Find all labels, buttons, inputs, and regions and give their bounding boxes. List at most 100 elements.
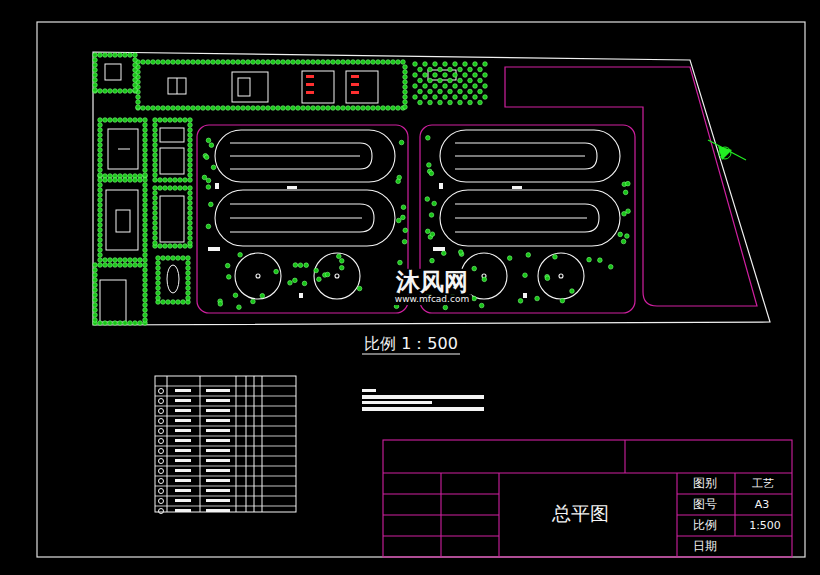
tree-symbol (141, 106, 146, 111)
tree-symbol (93, 313, 98, 318)
tree-symbol (108, 178, 113, 183)
tree-symbol (226, 60, 231, 65)
tree-symbol (311, 106, 316, 111)
tree-symbol (336, 60, 341, 65)
tree-symbol (143, 278, 148, 283)
tree-symbol (331, 106, 336, 111)
tree-symbol (398, 260, 403, 265)
tree-symbol (153, 168, 158, 173)
tree-symbol (448, 100, 453, 105)
tree-symbol (93, 89, 98, 94)
tree-symbol (441, 251, 446, 256)
tree-symbol (518, 299, 523, 304)
table-row (155, 416, 296, 424)
compass (708, 140, 746, 160)
tree-symbol (153, 186, 158, 191)
tree-symbol (123, 53, 128, 58)
tree-symbol (376, 106, 381, 111)
tree-symbol (143, 308, 148, 313)
table-row (155, 446, 296, 454)
tree-symbol (371, 60, 376, 65)
tree-symbol (156, 256, 161, 261)
tree-symbol (123, 321, 128, 326)
tree-symbol (304, 263, 309, 268)
cell-mark (206, 439, 230, 442)
tree-symbol (133, 63, 138, 68)
cell-mark (175, 419, 191, 422)
tree-symbol (206, 185, 211, 190)
tree-symbol (183, 178, 188, 183)
cell-mark (175, 489, 191, 492)
tree-symbol (93, 278, 98, 283)
tree-symbol (202, 175, 207, 180)
tree-symbol (93, 78, 98, 83)
row-line (155, 406, 296, 407)
tree-symbol (143, 128, 148, 133)
tree-symbol (153, 118, 158, 123)
tree-symbol (186, 266, 191, 271)
tree-symbol (403, 95, 408, 100)
tree-symbol (216, 106, 221, 111)
tree-symbol (473, 84, 478, 89)
table-row (155, 496, 296, 504)
tree-symbol (93, 88, 98, 93)
cell-mark (175, 389, 191, 392)
tree-symbol (423, 62, 428, 67)
tree-symbol (108, 89, 113, 94)
tree-symbol (423, 95, 428, 100)
tree-symbol (98, 218, 103, 223)
tree-symbol (251, 299, 256, 304)
table-row (155, 486, 296, 494)
row-number (159, 499, 164, 504)
tree-symbol (171, 300, 176, 305)
tree-symbol (626, 209, 631, 214)
tree-symbol (432, 201, 437, 206)
tree-symbol (143, 233, 148, 238)
tree-symbol (123, 178, 128, 183)
cell-text: 1:500 (749, 520, 781, 532)
cell-mark (175, 449, 191, 452)
tree-symbol (321, 60, 326, 65)
tree-symbol (458, 250, 463, 255)
tree-symbol (138, 321, 143, 326)
tree-symbol (271, 106, 276, 111)
cell-text: 工艺 (752, 478, 774, 490)
tree-symbol (570, 289, 575, 294)
tree-symbol (136, 95, 141, 100)
tree-symbol (183, 118, 188, 123)
tree-symbol (188, 133, 193, 138)
cell-mark (206, 509, 230, 512)
tree-symbol (143, 118, 148, 123)
tree-symbol (171, 106, 176, 111)
tree-symbol (221, 60, 226, 65)
tree-symbol (618, 232, 623, 237)
tree-symbol (473, 95, 478, 100)
tree-symbol (401, 205, 406, 210)
table-row (155, 406, 296, 414)
tree-symbol (133, 258, 138, 263)
tree-symbol (168, 118, 173, 123)
tree-symbol (156, 296, 161, 301)
tree-symbol (153, 191, 158, 196)
tree-symbol (225, 263, 230, 268)
tree-symbol (317, 277, 322, 282)
tree-symbol (143, 188, 148, 193)
tree-symbol (366, 60, 371, 65)
tree-symbol (153, 216, 158, 221)
tree-symbol (211, 60, 216, 65)
tree-symbol (143, 223, 148, 228)
row-number (159, 449, 164, 454)
tree-symbol (553, 255, 558, 260)
tree-symbol (458, 78, 463, 83)
tree-symbol (98, 148, 103, 153)
tree-symbol (188, 143, 193, 148)
tree-symbol (128, 258, 133, 263)
cell-mark (206, 469, 230, 472)
tree-symbol (361, 60, 366, 65)
tree-symbol (156, 60, 161, 65)
tree-symbol (246, 106, 251, 111)
tree-symbol (138, 118, 143, 123)
tree-symbol (231, 106, 236, 111)
tree-symbol (188, 216, 193, 221)
tree-symbol (306, 106, 311, 111)
